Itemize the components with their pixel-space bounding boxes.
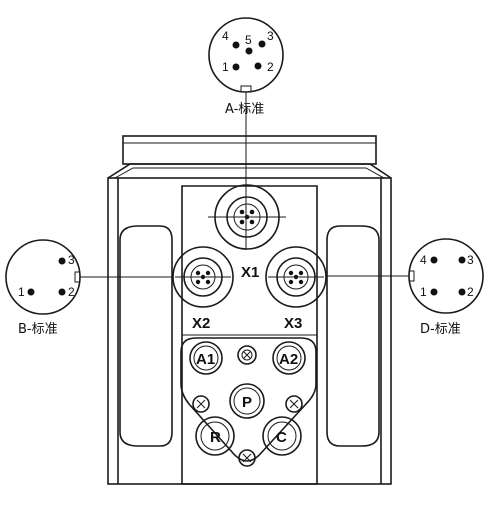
port-x1-connector [208,184,286,250]
valve-housing [107,135,392,485]
pin-label: 2 [68,285,75,299]
pin-label: 2 [267,60,274,74]
pin-label: 3 [68,253,75,267]
pin-label: 5 [245,33,252,47]
connector-b-face: 3 1 2 [5,239,81,315]
pin-label: 3 [267,29,274,43]
screw-icon [192,395,210,413]
connector-b-label: B-标准 [18,322,58,337]
port-x2-connector [172,246,234,308]
port-a1-label: A1 [196,351,215,368]
pin-label: 2 [467,285,474,299]
screw-icon [285,395,303,413]
port-c: C [262,416,302,456]
pin-label: 4 [420,253,427,267]
port-a1: A1 [189,341,223,375]
port-a2: A2 [272,341,306,375]
pin-label: 3 [467,253,474,267]
screw-icon [238,449,256,467]
port-x2-label: X2 [192,315,210,332]
port-p: P [229,383,265,419]
pin-label: 1 [222,60,229,74]
port-a2-label: A2 [279,351,298,368]
port-r: R [195,416,235,456]
port-p-label: P [242,394,252,411]
leader-lines [80,92,409,278]
pin-label: 4 [222,29,229,43]
pneumatic-port-plate [180,337,317,462]
connector-d-face: 4 3 1 2 [408,238,484,314]
port-c-label: C [276,429,287,446]
connector-a-label: A-标准 [225,102,264,117]
pin-label: 1 [420,285,427,299]
pin-label: 1 [18,285,25,299]
port-r-label: R [210,429,221,446]
port-x3-label: X3 [284,315,302,332]
port-x1-label: X1 [241,264,259,281]
connector-d-label: D-标准 [420,322,461,337]
screw-icon [237,345,257,365]
connector-a-face: 4 5 3 1 2 [208,17,284,93]
port-x3-connector [265,246,327,308]
